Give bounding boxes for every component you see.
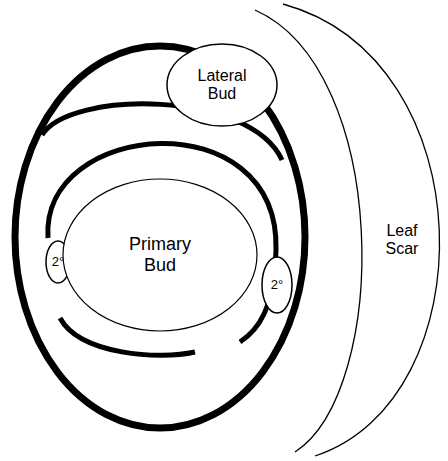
- part-label: Leaf Scar: [386, 222, 419, 259]
- leaf-scar-outline: [255, 10, 362, 452]
- leaf-scar-outline: [250, 0, 448, 461]
- bud-outline: [63, 179, 257, 331]
- bud-scale-arc: [48, 143, 276, 342]
- part-label: 2°: [271, 278, 283, 293]
- part-label: Primary Bud: [129, 234, 191, 275]
- part-label: Lateral Bud: [198, 67, 247, 104]
- bud-outline: [262, 257, 292, 313]
- primary-bud: Primary Bud: [62, 178, 258, 332]
- leaf-scar: Leaf Scar: [250, 0, 448, 461]
- lateral-bud: Lateral Bud: [166, 43, 278, 127]
- secondary-bud: 2°: [261, 256, 293, 314]
- part-label: 2°: [52, 255, 64, 270]
- bud-outline: [167, 44, 277, 126]
